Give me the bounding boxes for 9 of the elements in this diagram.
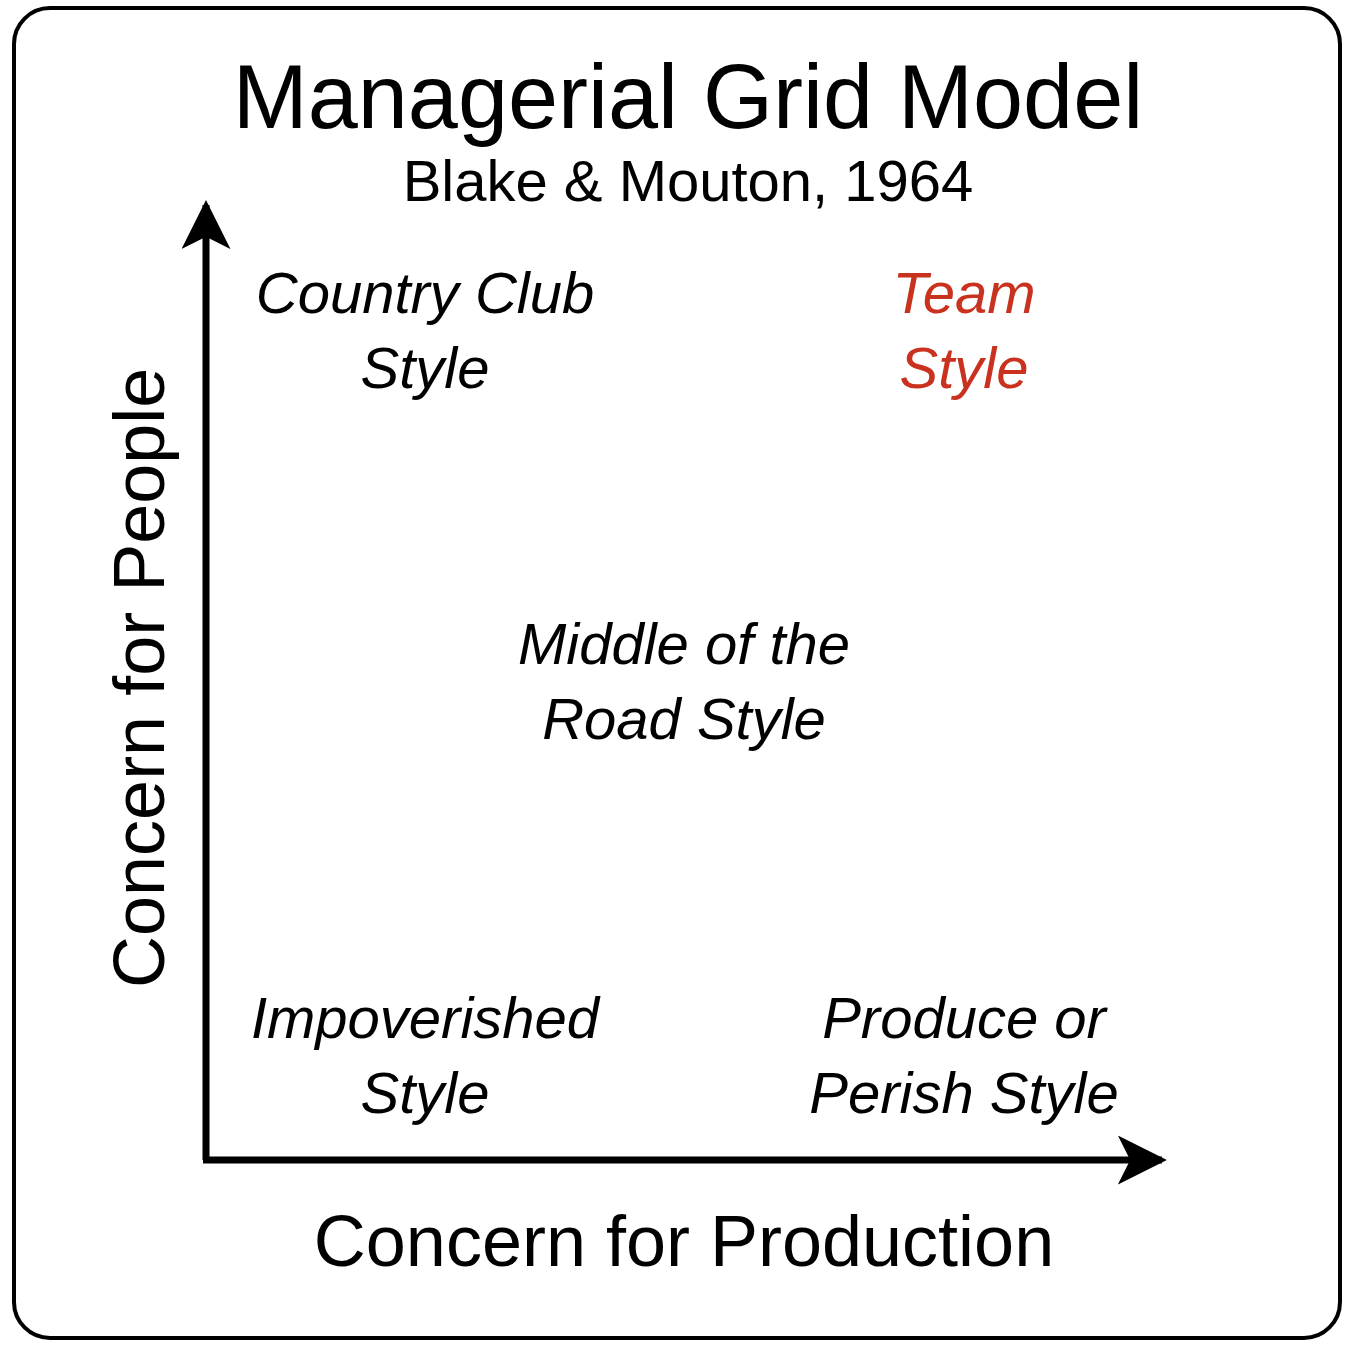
quadrant-label: Country Club Style xyxy=(254,259,596,403)
axis-label: Concern for Production xyxy=(312,1200,1056,1283)
quadrant-label: Team Style xyxy=(891,259,1037,403)
title: Managerial Grid Model xyxy=(231,48,1145,147)
axis-label: Concern for People xyxy=(98,366,181,991)
quadrant-label: Middle of the Road Style xyxy=(516,610,852,754)
quadrant-label: Produce or Perish Style xyxy=(808,984,1120,1128)
quadrant-label: Impoverished Style xyxy=(249,984,602,1128)
subtitle: Blake & Mouton, 1964 xyxy=(401,147,975,215)
